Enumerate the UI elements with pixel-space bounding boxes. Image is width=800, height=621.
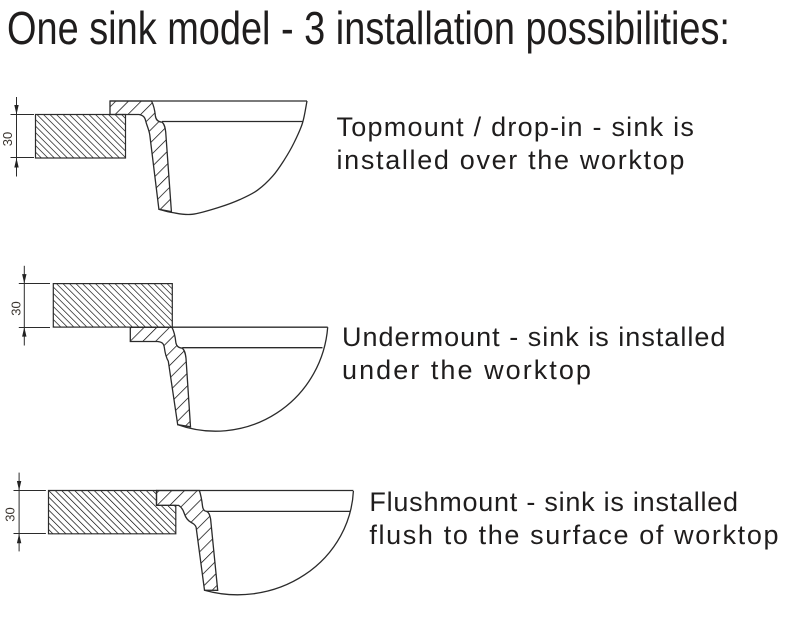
svg-text:30: 30	[8, 301, 23, 315]
svg-text:30: 30	[2, 507, 17, 521]
svg-text:30: 30	[0, 132, 15, 146]
